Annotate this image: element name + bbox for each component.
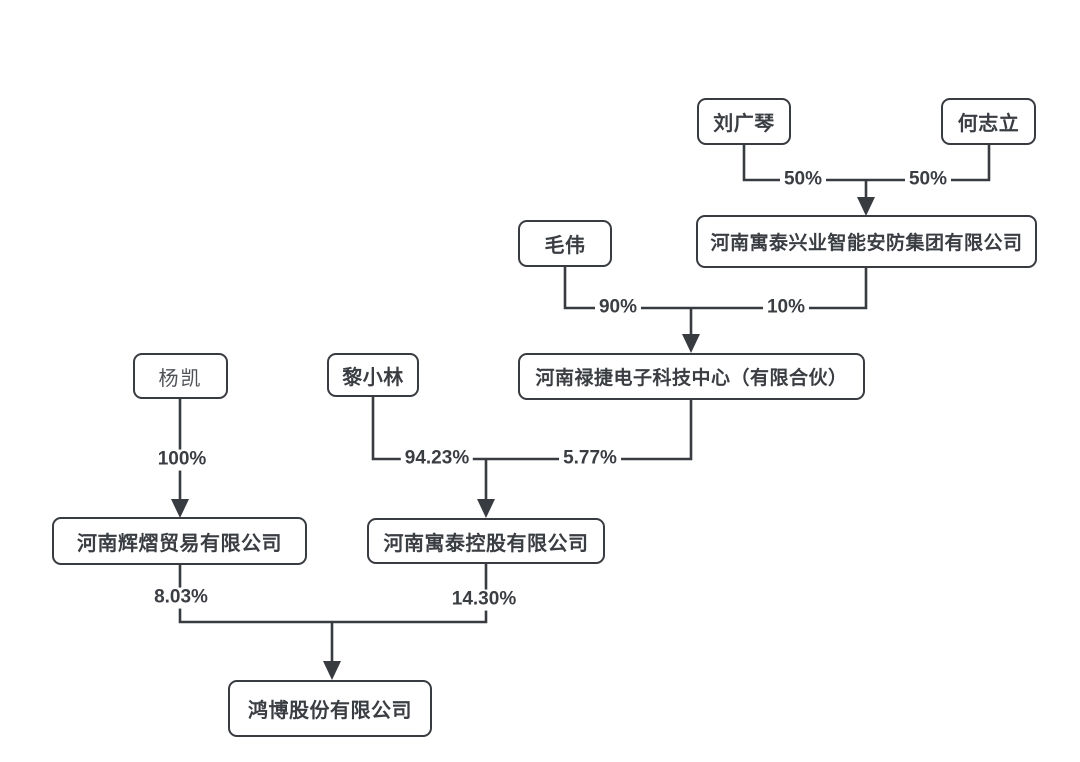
arrowhead-to-holdings: [477, 499, 495, 518]
edge-line-li-lujie-to-holdings: [371, 397, 693, 461]
node-lujie: 河南禄捷电子科技中心（有限合伙）: [518, 353, 865, 400]
edge-line-mao-xingye-to-lujie: [563, 267, 868, 310]
node-label: 河南辉熠贸易有限公司: [77, 532, 282, 555]
node-label: 河南寓泰兴业智能安防集团有限公司: [710, 233, 1023, 254]
edge-label-huiyi-803: 8.03%: [150, 587, 212, 609]
node-hongbo: 鸿博股份有限公司: [228, 680, 432, 737]
node-liu-guangqin: 刘广琴: [697, 98, 791, 145]
edge-label-xingye-10: 10%: [762, 297, 810, 319]
node-label: 河南寓泰控股有限公司: [383, 532, 589, 555]
arrowhead-to-hongbo: [323, 661, 341, 680]
edge-line-huiyi-holdings-to-hongbo: [178, 564, 488, 624]
node-label: 鸿博股份有限公司: [248, 700, 412, 722]
arrowhead-to-huiyi: [171, 499, 189, 518]
node-yutai-holdings: 河南寓泰控股有限公司: [367, 518, 605, 564]
node-label: 何志立: [957, 113, 1020, 135]
node-label: 河南禄捷电子科技中心（有限合伙）: [535, 368, 848, 389]
edge-label-holdings-1430: 14.30%: [447, 589, 521, 611]
node-label: 杨凯: [158, 367, 203, 390]
node-yang-kai: 杨凯: [133, 353, 228, 399]
node-huiyi: 河南辉熠贸易有限公司: [52, 517, 307, 565]
node-label: 黎小林: [342, 366, 404, 389]
arrowhead-to-lujie: [682, 334, 700, 353]
edge-label-yang-100: 100%: [153, 449, 211, 471]
node-li-xiaolin: 黎小林: [327, 353, 419, 397]
node-label: 毛伟: [544, 235, 586, 257]
node-he-zhili: 何志立: [941, 98, 1036, 145]
edge-label-lujie-577: 5.77%: [559, 448, 621, 470]
edge-label-he-50: 50%: [904, 169, 952, 191]
node-mao-wei: 毛伟: [518, 220, 612, 267]
edge-label-li-9423: 94.23%: [400, 448, 474, 470]
node-yutai-xingye: 河南寓泰兴业智能安防集团有限公司: [696, 215, 1037, 268]
edge-label-mao-90: 90%: [594, 297, 642, 319]
edge-label-liu-50: 50%: [779, 169, 827, 191]
arrowhead-to-xingye: [857, 197, 875, 216]
node-label: 刘广琴: [713, 113, 775, 135]
